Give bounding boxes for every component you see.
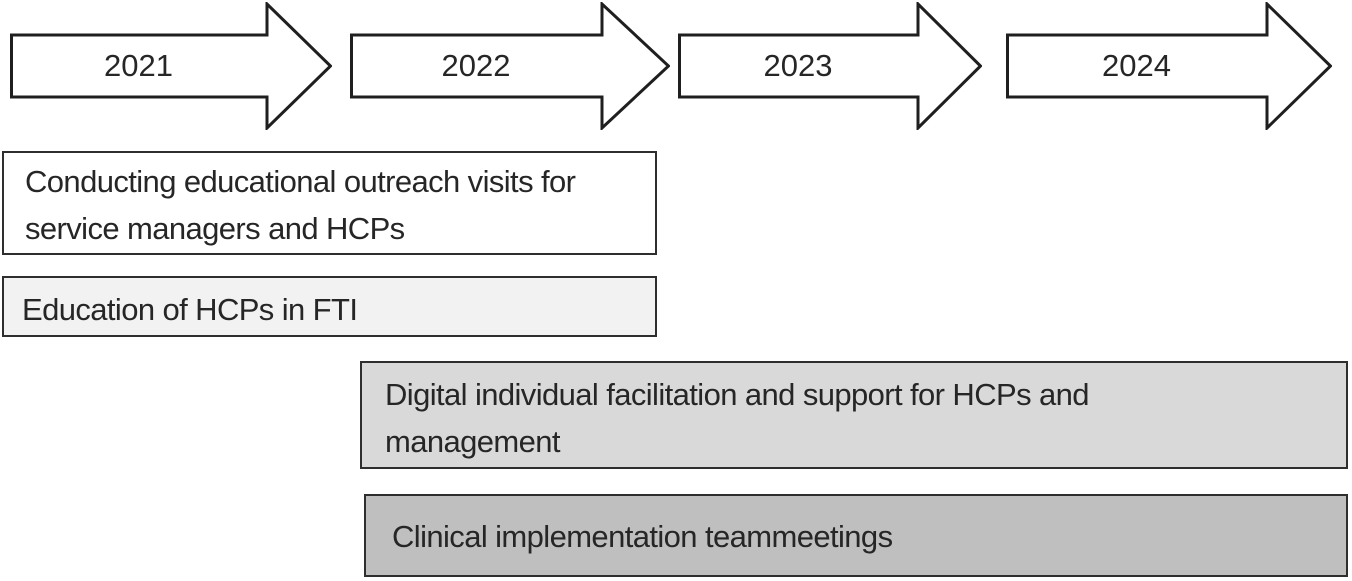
timeline-arrow-2022: 2022 xyxy=(350,2,670,130)
activity-box-digital-facilitation: Digital individual facilitation and supp… xyxy=(360,361,1348,469)
right-arrow-shape xyxy=(1006,2,1332,130)
activity-box-clinical-team-meetings: Clinical implementation teammeetings xyxy=(364,494,1348,577)
right-arrow-shape xyxy=(10,2,332,130)
right-arrow-outline xyxy=(10,2,332,130)
year-label-2024: 2024 xyxy=(1102,48,1171,83)
timeline-arrow-2023: 2023 xyxy=(678,2,982,130)
right-arrow-outline xyxy=(678,2,982,130)
year-label-2023: 2023 xyxy=(763,48,833,83)
right-arrow-shape xyxy=(350,2,670,130)
year-label-2021: 2021 xyxy=(104,48,173,83)
timeline-arrow-2024: 2024 xyxy=(1006,2,1332,130)
activity-text: Conducting educational outreach visits f… xyxy=(25,163,576,246)
activity-text: Clinical implementation teammeetings xyxy=(392,519,893,554)
activity-box-education-fti: Education of HCPs in FTI xyxy=(2,276,657,337)
activity-text: Digital individual facilitation and supp… xyxy=(385,376,1090,459)
activity-box-educational-outreach: Conducting educational outreach visits f… xyxy=(2,151,657,255)
right-arrow-shape xyxy=(678,2,982,130)
right-arrow-outline xyxy=(1006,2,1332,130)
activity-text: Education of HCPs in FTI xyxy=(22,291,358,327)
year-label-2022: 2022 xyxy=(441,48,511,83)
timeline-arrow-2021: 2021 xyxy=(10,2,332,130)
right-arrow-outline xyxy=(350,2,670,130)
